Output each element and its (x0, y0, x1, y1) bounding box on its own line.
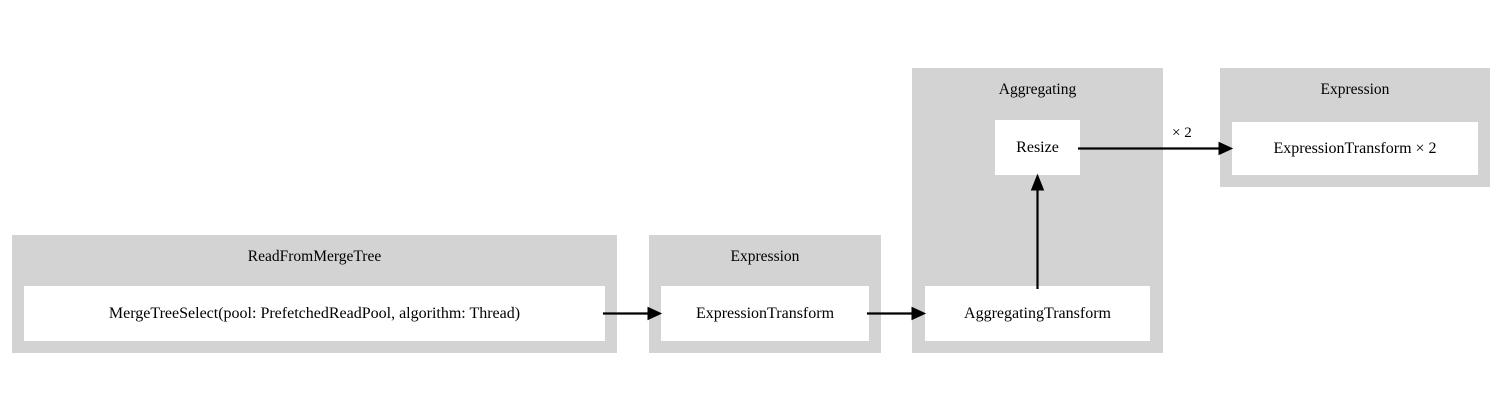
cluster-label-read-from-merge-tree: ReadFromMergeTree (247, 248, 382, 265)
edge-label-resize-to-expression2: × 2 (1172, 125, 1192, 141)
node-expression-transform[interactable]: ExpressionTransform (661, 286, 869, 341)
node-label-merge-tree-select: MergeTreeSelect(pool: PrefetchedReadPool… (108, 304, 521, 322)
node-expression-transform-x2[interactable]: ExpressionTransform × 2 (1232, 122, 1478, 175)
cluster-label-expression-1: Expression (730, 248, 800, 265)
node-label-resize: Resize (1016, 138, 1059, 156)
edge-select-to-expression (603, 306, 663, 321)
node-resize[interactable]: Resize (995, 120, 1080, 175)
cluster-label-aggregating: Aggregating (998, 81, 1077, 98)
node-aggregating-transform[interactable]: AggregatingTransform (925, 286, 1150, 341)
node-merge-tree-select[interactable]: MergeTreeSelect(pool: PrefetchedReadPool… (24, 286, 605, 341)
edge-expression-to-aggregating (867, 306, 927, 321)
node-label-expression-transform-x2: ExpressionTransform × 2 (1273, 139, 1437, 157)
node-label-expression-transform: ExpressionTransform (695, 304, 835, 322)
edge-resize-to-expression2 (1078, 141, 1234, 156)
cluster-label-expression-2: Expression (1320, 81, 1390, 98)
edge-aggregating-to-resize (1030, 173, 1045, 289)
node-label-aggregating-transform: AggregatingTransform (964, 304, 1111, 322)
